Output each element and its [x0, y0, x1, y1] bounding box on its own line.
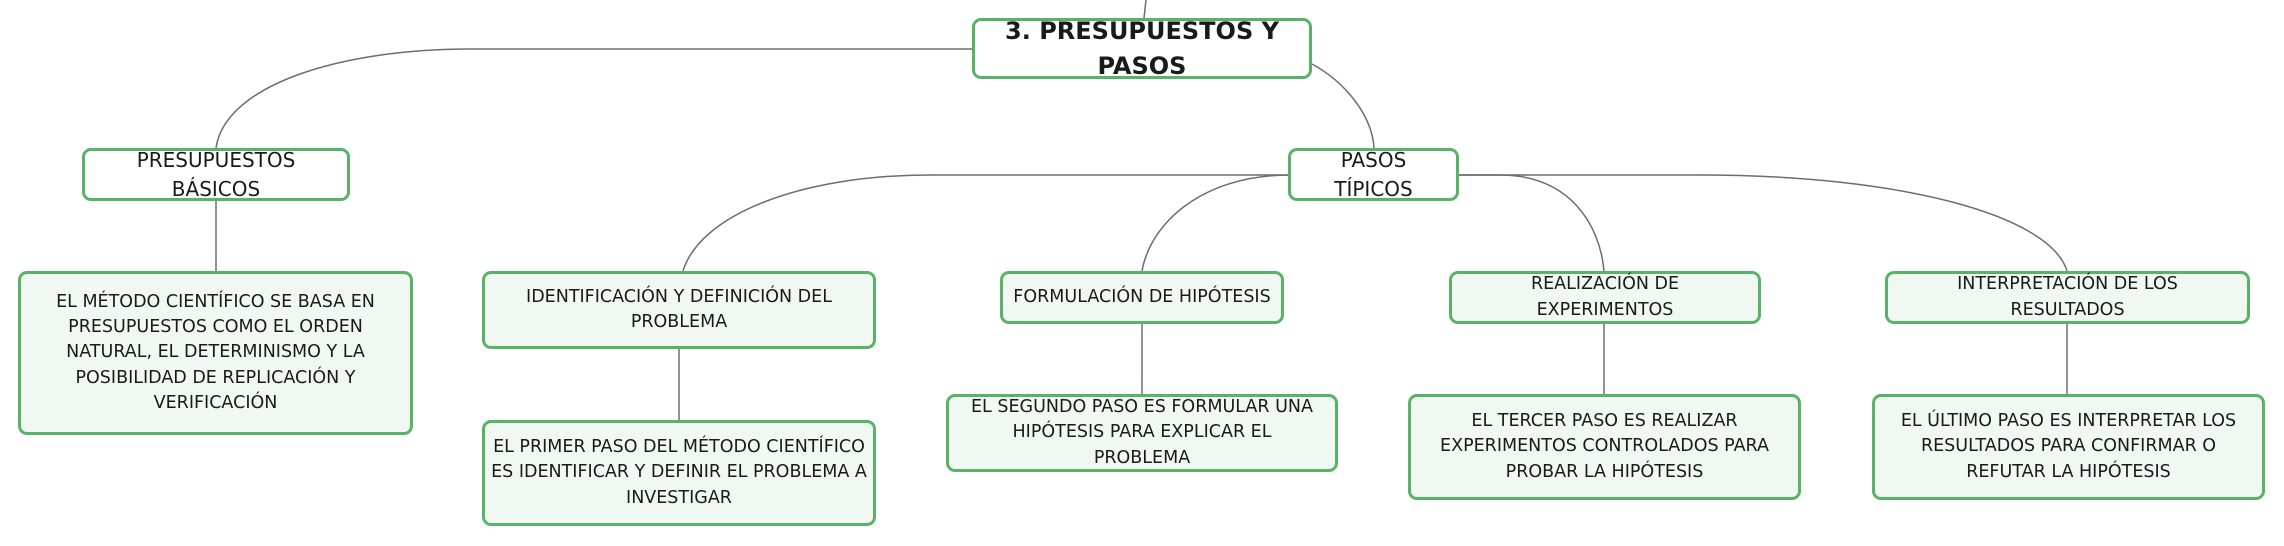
topic-pasos-tipicos[interactable]: PASOS TÍPICOS — [1288, 148, 1459, 201]
root-node[interactable]: 3. PRESUPUESTOS Y PASOS — [972, 17, 1312, 80]
detail-experimentos[interactable]: EL TERCER PASO ES REALIZAR EXPERIMENTOS … — [1408, 394, 1801, 500]
connector-root-basic — [215, 48, 972, 149]
step-identificacion[interactable]: IDENTIFICACIÓN Y DEFINICIÓN DEL PROBLEMA — [482, 271, 876, 349]
step-experimentos[interactable]: REALIZACIÓN DE EXPERIMENTOS — [1449, 271, 1761, 324]
detail-presupuestos-basicos[interactable]: EL MÉTODO CIENTÍFICO SE BASA EN PRESUPUE… — [18, 271, 413, 435]
connector-root-parent — [1143, 0, 1147, 19]
step-interpretacion[interactable]: INTERPRETACIÓN DE LOS RESULTADOS — [1885, 271, 2250, 324]
detail-formulacion[interactable]: EL SEGUNDO PASO ES FORMULAR UNA HIPÓTESI… — [946, 394, 1338, 472]
connector-steps-step4 — [1457, 174, 2068, 272]
connector-root-steps — [1311, 63, 1375, 149]
connector-steps-step1 — [682, 174, 1290, 272]
connector-steps-step2 — [1141, 174, 1291, 272]
detail-identificacion[interactable]: EL PRIMER PASO DEL MÉTODO CIENTÍFICO ES … — [482, 420, 876, 526]
connector-steps-step3 — [1457, 174, 1605, 272]
step-formulacion[interactable]: FORMULACIÓN DE HIPÓTESIS — [1000, 271, 1284, 324]
detail-interpretacion[interactable]: EL ÚLTIMO PASO ES INTERPRETAR LOS RESULT… — [1872, 394, 2265, 500]
topic-presupuestos-basicos[interactable]: PRESUPUESTOS BÁSICOS — [82, 148, 350, 201]
